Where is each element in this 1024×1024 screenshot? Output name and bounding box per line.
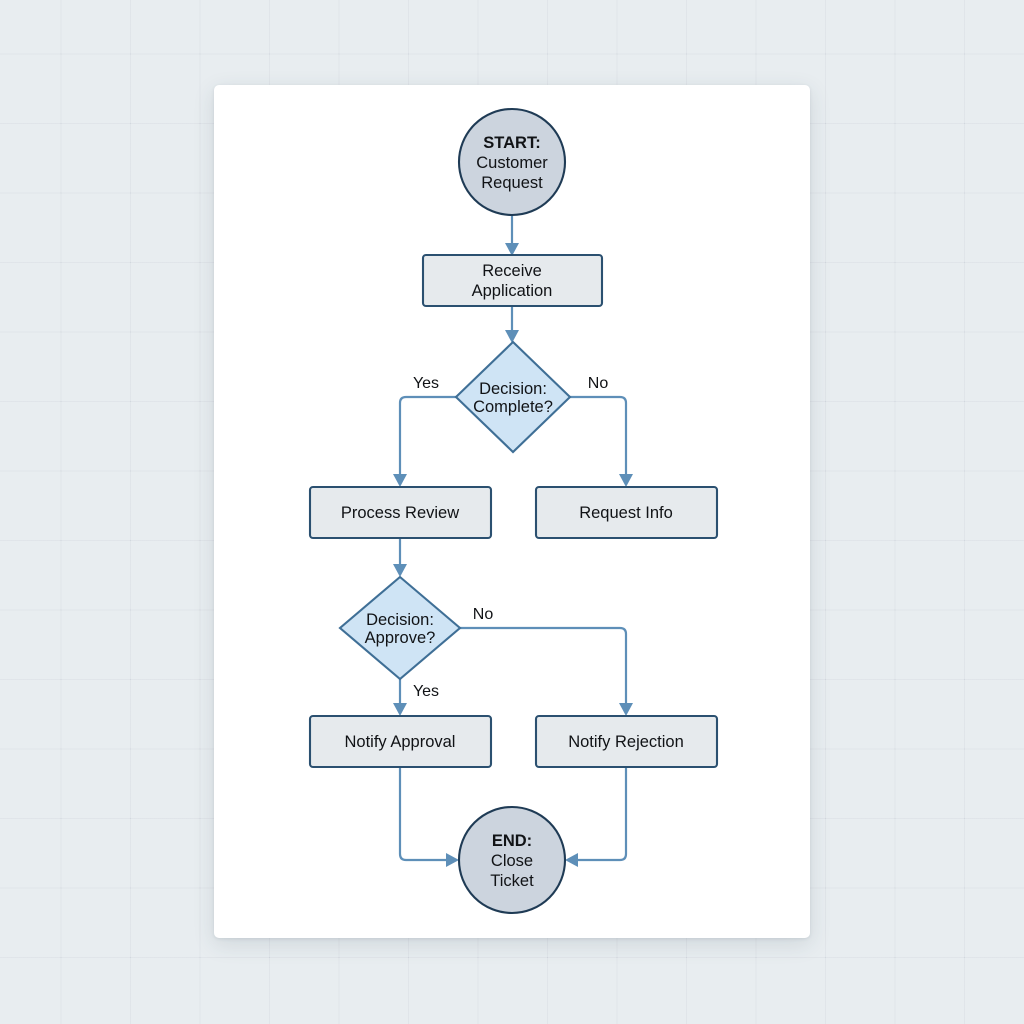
process-review-label: Process Review (341, 504, 459, 522)
notify-rejection-label: Notify Rejection (568, 733, 684, 751)
request-info-shape[interactable] (534, 485, 719, 540)
connector-line (576, 767, 628, 862)
end-label-line3: Ticket (490, 872, 534, 890)
decision-complete-shape[interactable] (454, 340, 572, 454)
node-end[interactable]: END: Close Ticket (457, 805, 567, 915)
connector-line (398, 767, 448, 862)
connector-decision2-to-approval (393, 679, 407, 716)
arrowhead-icon (619, 474, 633, 487)
receive-application-shape[interactable] (421, 253, 604, 308)
notify-rejection-shape[interactable] (534, 714, 719, 769)
node-notify-approval[interactable]: Notify Approval (308, 714, 493, 769)
connector-line (460, 626, 628, 705)
connector-decision2-to-rejection (460, 626, 633, 716)
end-label-line1: END: (492, 832, 532, 850)
start-label-line1: START: (483, 134, 540, 152)
node-decision-complete[interactable]: Decision: Complete? (454, 340, 572, 454)
receive-application-label-line2: Application (472, 282, 553, 300)
decision-complete-label-line1: Decision: (479, 380, 547, 398)
decision-approve-shape[interactable] (338, 575, 462, 681)
node-decision-approve[interactable]: Decision: Approve? (338, 575, 462, 681)
node-process-review[interactable]: Process Review (308, 485, 493, 540)
decision-approve-label-line2: Approve? (365, 629, 436, 647)
connector-process-to-decision2 (393, 538, 407, 577)
arrowhead-icon (505, 243, 519, 256)
connector-approval-to-end (398, 767, 459, 867)
end-shape[interactable] (457, 805, 567, 915)
request-info-label: Request Info (579, 504, 673, 522)
end-label-line2: Close (491, 852, 533, 870)
node-start[interactable]: START: Customer Request (457, 107, 567, 217)
decision-approve-label-line1: Decision: (366, 611, 434, 629)
start-label-line3: Request (481, 174, 543, 192)
start-shape[interactable] (457, 107, 567, 217)
connector-rejection-to-end (565, 767, 628, 867)
process-review-shape[interactable] (308, 485, 493, 540)
arrowhead-icon (565, 853, 578, 867)
arrowhead-icon (446, 853, 459, 867)
arrowhead-icon (505, 330, 519, 343)
connector-receive-to-decision1 (505, 306, 519, 343)
edge-label-yes-approve: Yes (413, 683, 439, 700)
connector-start-to-receive (505, 215, 519, 256)
receive-application-label-line1: Receive (482, 262, 542, 280)
connector-line (398, 395, 456, 476)
arrowhead-icon (393, 703, 407, 716)
arrowhead-icon (393, 474, 407, 487)
decision-complete-label-line2: Complete? (473, 398, 553, 416)
edge-label-no-approve: No (473, 606, 494, 623)
edge-label-yes-complete: Yes (413, 375, 439, 392)
arrowhead-icon (393, 564, 407, 577)
connector-line (570, 395, 628, 476)
arrowhead-icon (619, 703, 633, 716)
connector-layer (393, 215, 633, 867)
notify-approval-shape[interactable] (308, 714, 493, 769)
edge-label-no-complete: No (588, 375, 609, 392)
node-notify-rejection[interactable]: Notify Rejection (534, 714, 719, 769)
start-label-line2: Customer (476, 154, 548, 172)
node-request-info[interactable]: Request Info (534, 485, 719, 540)
edge-label-layer: Yes No Yes No (413, 375, 608, 700)
notify-approval-label: Notify Approval (345, 733, 456, 751)
node-receive-application[interactable]: Receive Application (421, 253, 604, 308)
connector-decision1-to-requestinfo (570, 395, 633, 487)
connector-decision1-to-process (393, 395, 456, 487)
